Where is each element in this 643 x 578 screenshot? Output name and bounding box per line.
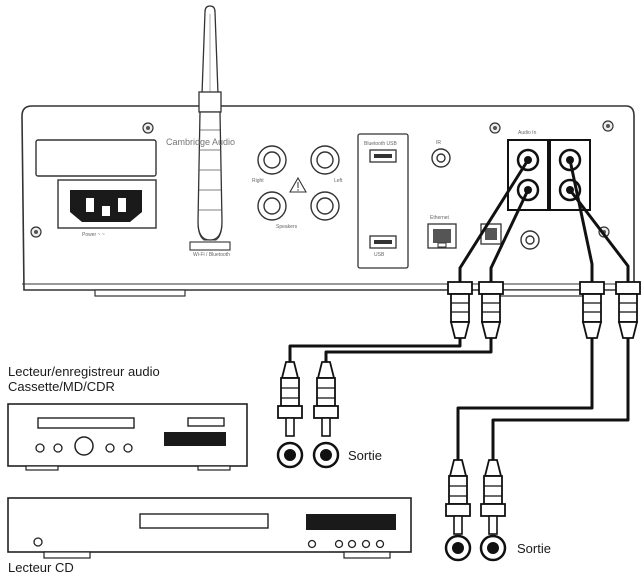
optical-port-icon (480, 223, 502, 245)
ethernet-port-icon (427, 223, 457, 249)
screw-icon (142, 122, 154, 134)
cable-recorder-right (489, 189, 530, 282)
audio-in-block-2 (549, 139, 591, 211)
cd-output-label: Sortie (517, 541, 551, 556)
warning-icon (289, 176, 307, 193)
cables (288, 159, 630, 460)
power-inlet-icon (57, 179, 157, 229)
audio-in-block-1 (507, 139, 549, 211)
coaxial-port-icon (520, 230, 540, 250)
speaker-terminal-icon (310, 145, 340, 175)
recorder-device (7, 403, 248, 471)
audio-in-label: Audio In (518, 130, 537, 136)
cable-cd-left (568, 159, 594, 282)
usb-panel (357, 133, 409, 269)
amplifier-rear-panel (21, 5, 635, 297)
speaker-terminal-icon (257, 145, 287, 175)
rca-plug-icon (615, 281, 641, 339)
ir-label: IR (436, 140, 441, 146)
cable-recorder-left (458, 159, 530, 282)
usb-bottom-label: USB (374, 252, 385, 258)
recorder-output-label: Sortie (348, 448, 382, 463)
rca-socket-icon (444, 534, 472, 562)
rca-socket-icon (276, 441, 304, 469)
rca-plug-icon (480, 459, 506, 535)
antenna-label: Wi-Fi / Bluetooth (193, 252, 230, 258)
usb-top-label: Bluetooth USB (364, 141, 397, 147)
rca-socket-icon (479, 534, 507, 562)
power-label: Power ~ ~ (82, 232, 105, 238)
cable-cd-right (568, 189, 630, 282)
screw-icon (489, 122, 501, 134)
rca-plug-icon (478, 281, 504, 339)
cd-player-device (7, 497, 412, 559)
rca-plug-icon (445, 459, 471, 535)
recorder-label-line2: Cassette/MD/CDR (8, 379, 115, 394)
ir-jack-icon (431, 148, 451, 168)
speaker-terminal-icon (310, 191, 340, 221)
screw-icon (602, 120, 614, 132)
antenna-icon (189, 5, 231, 251)
recorder-label-line1: Lecteur/enregistreur audio (8, 364, 160, 379)
speaker-left-label: Left (334, 178, 343, 184)
brand-label: Cambridge Audio (166, 137, 236, 147)
ethernet-label: Ethernet (430, 215, 449, 221)
rca-plug-icon (579, 281, 605, 339)
label-plate (35, 139, 157, 177)
cd-player-label: Lecteur CD (8, 560, 74, 575)
screw-icon (30, 226, 42, 238)
rca-plug-icon (277, 361, 303, 437)
rca-plug-icon (313, 361, 339, 437)
speakers-label: Speakers (276, 224, 298, 230)
speaker-right-label: Right (252, 178, 264, 184)
rca-plug-icon (447, 281, 473, 339)
speaker-terminal-icon (257, 191, 287, 221)
rca-socket-icon (312, 441, 340, 469)
